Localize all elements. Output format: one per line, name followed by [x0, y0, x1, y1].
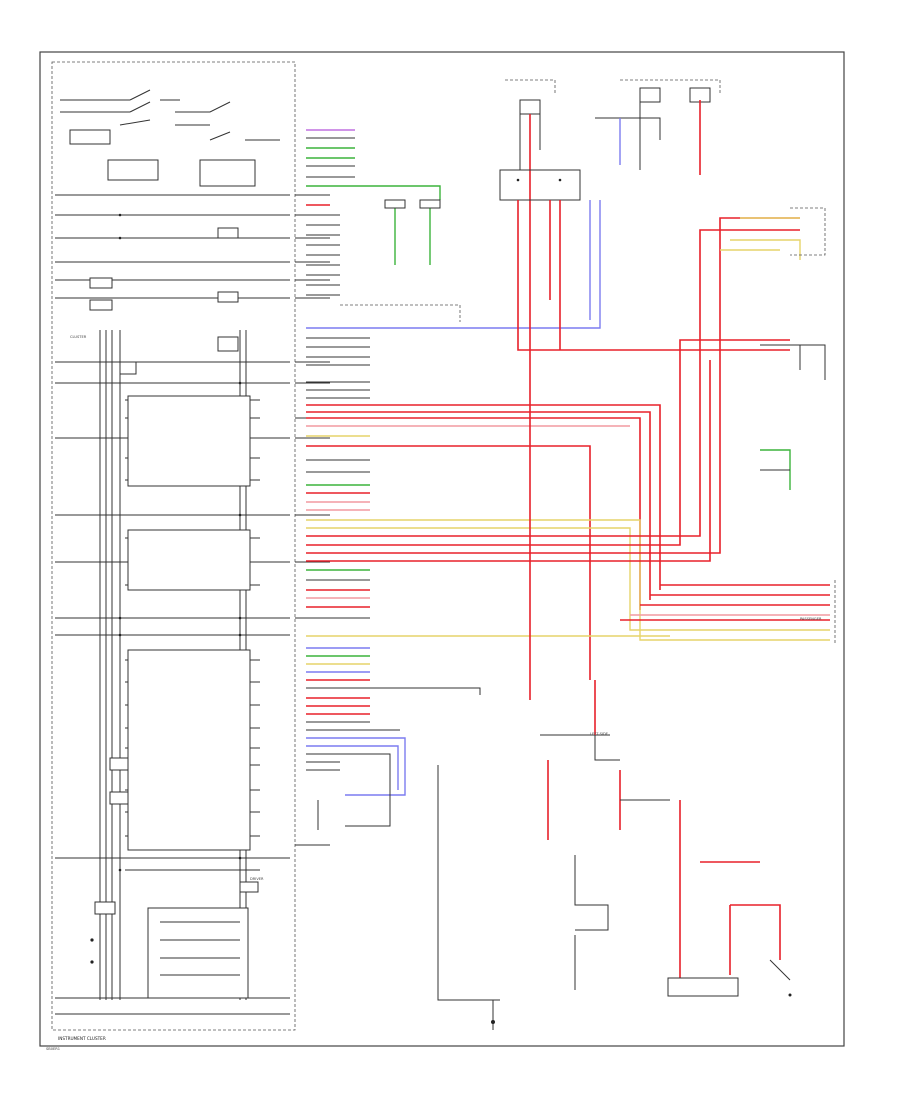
footer-cluster-label: INSTRUMENT CLUSTER — [58, 1036, 106, 1041]
footer-code: SB0ER1 — [46, 1047, 60, 1051]
right-bus — [620, 580, 836, 645]
cluster-internals — [55, 89, 290, 1015]
right-connectors — [720, 207, 826, 490]
connector-label-cluster: CLUSTER — [70, 335, 87, 339]
diagram-frame — [39, 51, 845, 1047]
connector-label-left-side: LEFT SIDE — [590, 732, 609, 736]
bottom-center-components — [437, 680, 792, 1030]
top-right-modules — [499, 79, 790, 700]
wire-stubs-middle — [306, 200, 830, 680]
wire-stubs-lower — [306, 647, 481, 830]
cluster-outline — [51, 61, 296, 1031]
wire-stubs-top — [306, 129, 461, 322]
connector-label-passenger: PASSENGER — [800, 617, 822, 621]
connector-label-driver: DRIVER — [250, 877, 264, 881]
